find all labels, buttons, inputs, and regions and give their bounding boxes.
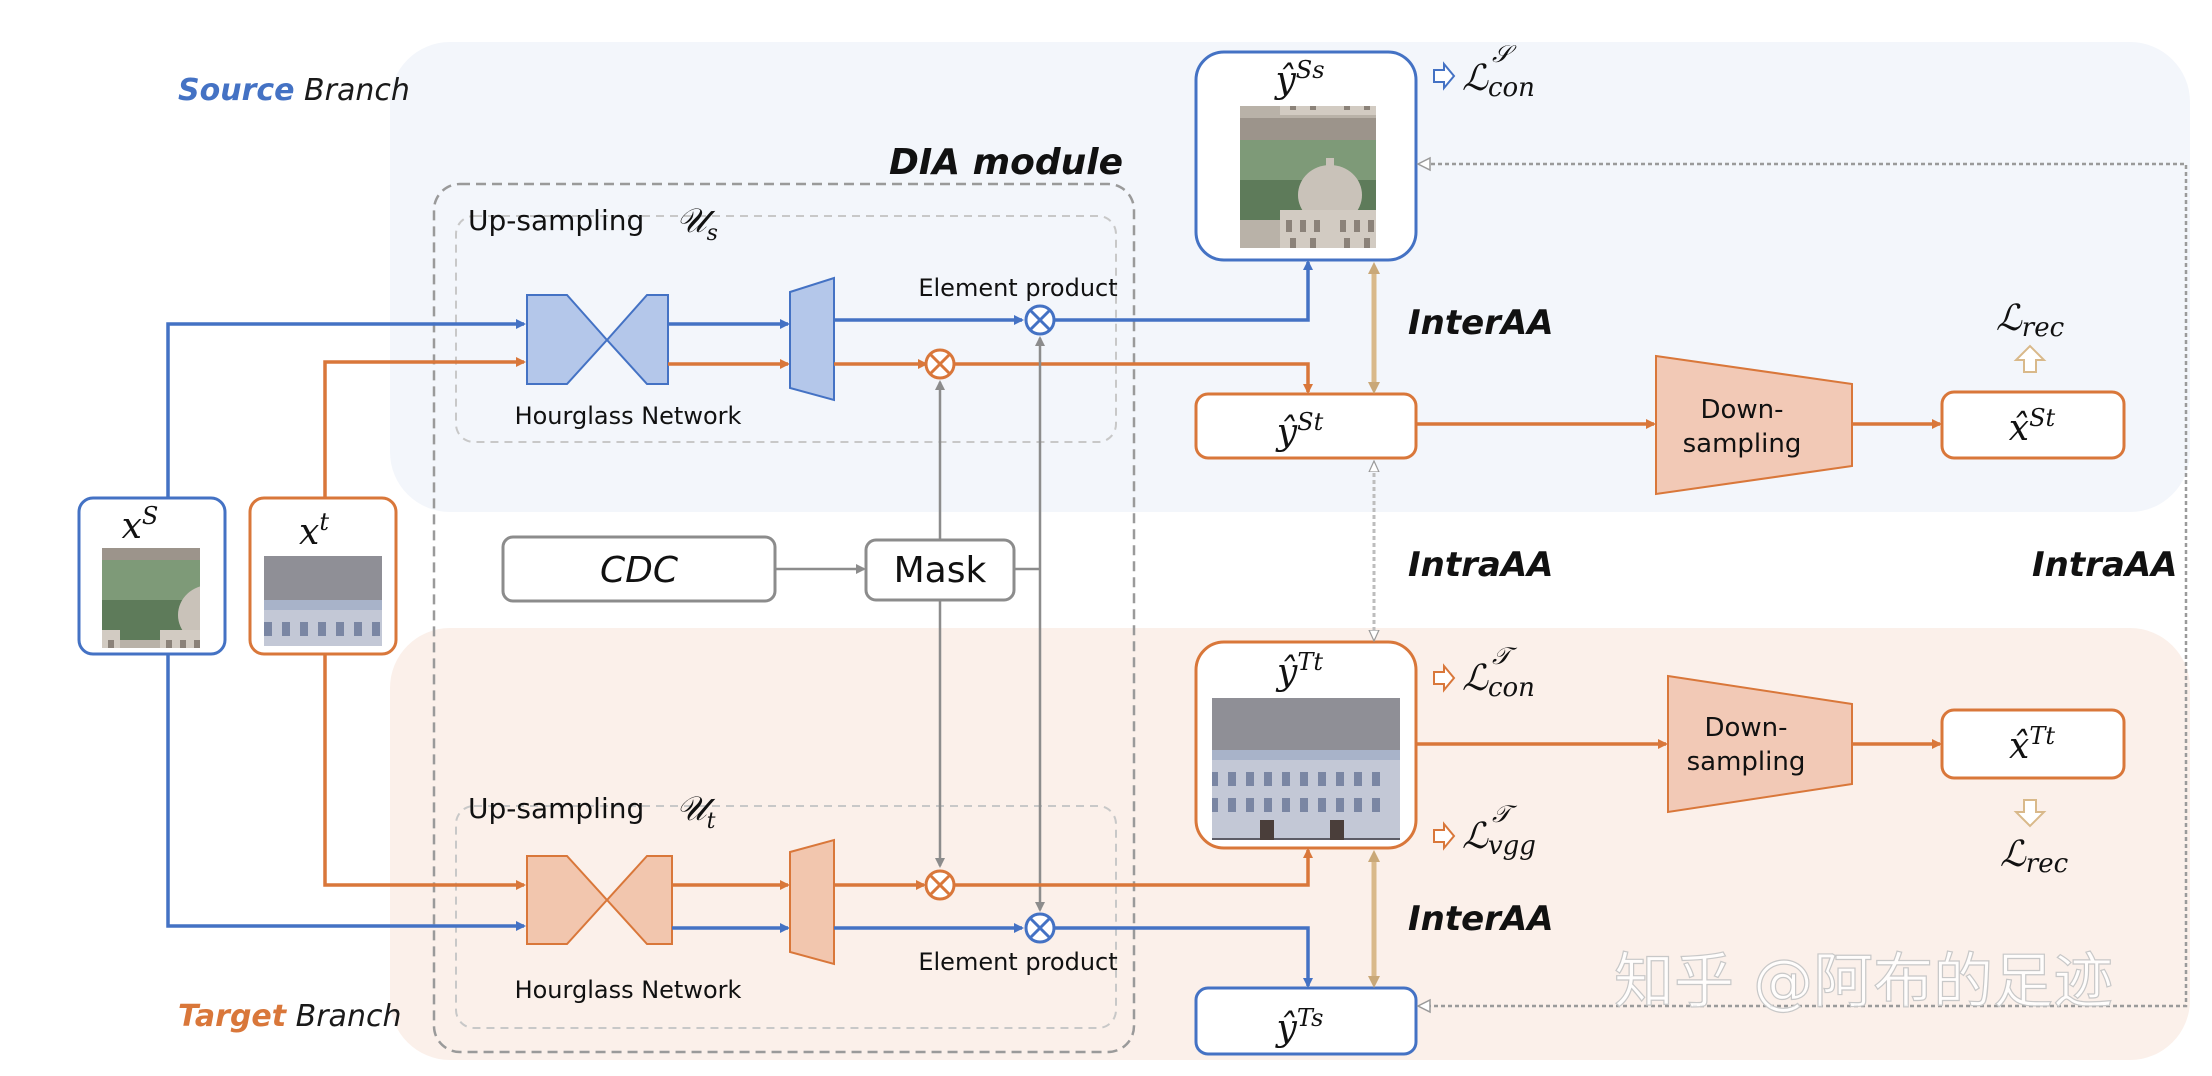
intra-aa-mid-label: IntraAA	[1408, 545, 1553, 585]
downsampling-target-line1: Down-	[1704, 713, 1787, 743]
inter-aa-top-label: InterAA	[1408, 303, 1554, 343]
upper-decoder-block	[789, 276, 835, 402]
ytt-image	[1212, 698, 1400, 840]
loss-con-source: ℒcon 𝒮	[1433, 40, 1535, 103]
upper-hourglass-label: Hourglass Network	[515, 402, 742, 430]
lower-decoder-block	[789, 838, 835, 966]
upper-hourglass-network	[526, 294, 669, 385]
xs-to-lower-hourglass-line	[166, 654, 526, 931]
downsampling-target-block	[1667, 674, 1853, 814]
watermark: 知乎 @阿布的足迹	[1614, 947, 2113, 1017]
target-image	[264, 556, 382, 646]
target-branch-label: Target Branch	[178, 999, 401, 1034]
intra-aa-right-label: IntraAA	[2032, 545, 2177, 585]
loss-vgg-target-label: ℒvgg	[1462, 816, 1536, 861]
intra-aa-right-head-top	[1416, 156, 1431, 172]
upper-product-to-yst-line	[954, 362, 1313, 394]
downsampling-source-line2: sampling	[1683, 429, 1802, 459]
upsampling-target-label: Up-sampling	[468, 792, 644, 825]
intra-aa-right-head-bottom	[1416, 998, 1431, 1014]
output-xtt-label: x̂Tt	[2009, 722, 2055, 767]
downsampling-target-line2: sampling	[1687, 747, 1806, 777]
source-image	[102, 548, 200, 648]
downsampling-source-line1: Down-	[1700, 395, 1783, 425]
upsampling-source-label: Up-sampling	[468, 204, 644, 237]
lower-orange-element-product-op	[924, 869, 956, 901]
output-yts-label: ŷTs	[1275, 1004, 1324, 1049]
rec-target-arrow	[2013, 799, 2047, 828]
output-ytt-label: ŷTt	[1275, 648, 1323, 693]
output-xst: x̂St	[1940, 390, 2126, 460]
rec-source-arrow	[2013, 344, 2047, 373]
dia-module-title: DIA module	[889, 142, 1123, 183]
loss-con-source-label: ℒcon	[1462, 58, 1535, 103]
upper-blue-element-product-op	[1024, 304, 1056, 336]
lower-blue-element-product-op	[1024, 912, 1056, 944]
dia-module-box	[432, 182, 1136, 1054]
loss-vgg-target: ℒvgg 𝒯	[1433, 800, 1536, 861]
xt-to-upper-hourglass-line	[323, 357, 526, 498]
upper-orange-element-product-op	[924, 348, 956, 380]
yss-image	[1240, 106, 1376, 248]
output-xst-label: x̂St	[2009, 404, 2056, 449]
lower-element-product-label: Element product	[918, 948, 1117, 976]
lower-hourglass-label: Hourglass Network	[515, 976, 742, 1004]
input-xs-label: xS	[122, 502, 159, 547]
mask-label: Mask	[894, 550, 987, 591]
upsampling-target-box	[455, 805, 1117, 1029]
output-ytt: ŷTt	[1194, 640, 1418, 850]
upsampling-source-box	[455, 215, 1117, 443]
output-yst-label: ŷSt	[1275, 408, 1324, 453]
xs-to-upper-hourglass-line	[166, 319, 526, 498]
input-xt: xt	[248, 496, 398, 656]
lower-hourglass-network	[526, 855, 673, 945]
loss-rec-target-label: ℒrec	[2000, 834, 2069, 879]
output-yts: ŷTs	[1194, 986, 1418, 1056]
upper-element-product-label: Element product	[918, 274, 1117, 302]
output-xtt: x̂Tt	[1940, 708, 2126, 780]
lower-product-to-yts-line	[1054, 926, 1313, 988]
upper-product-to-yss-line	[1054, 260, 1313, 322]
source-branch-label: Source Branch	[178, 73, 410, 108]
inter-aa-bottom-label: InterAA	[1408, 899, 1554, 939]
input-xs: xS	[77, 496, 227, 656]
xt-to-lower-hourglass-line	[323, 654, 526, 890]
downsampling-source-block	[1655, 354, 1853, 496]
loss-con-target-label: ℒcon	[1462, 658, 1535, 703]
output-yst: ŷSt	[1194, 392, 1418, 460]
loss-con-target: ℒcon 𝒯	[1433, 642, 1535, 703]
loss-rec-source-label: ℒrec	[1996, 298, 2065, 343]
output-yss-label: ŷSs	[1273, 56, 1324, 101]
intra-aa-right-loop	[1424, 162, 2188, 1008]
cdc-label: CDC	[600, 550, 679, 591]
lower-product-to-ytt-line	[954, 848, 1313, 887]
input-xt-label: xt	[299, 508, 329, 553]
output-yss: ŷSs	[1194, 50, 1418, 262]
